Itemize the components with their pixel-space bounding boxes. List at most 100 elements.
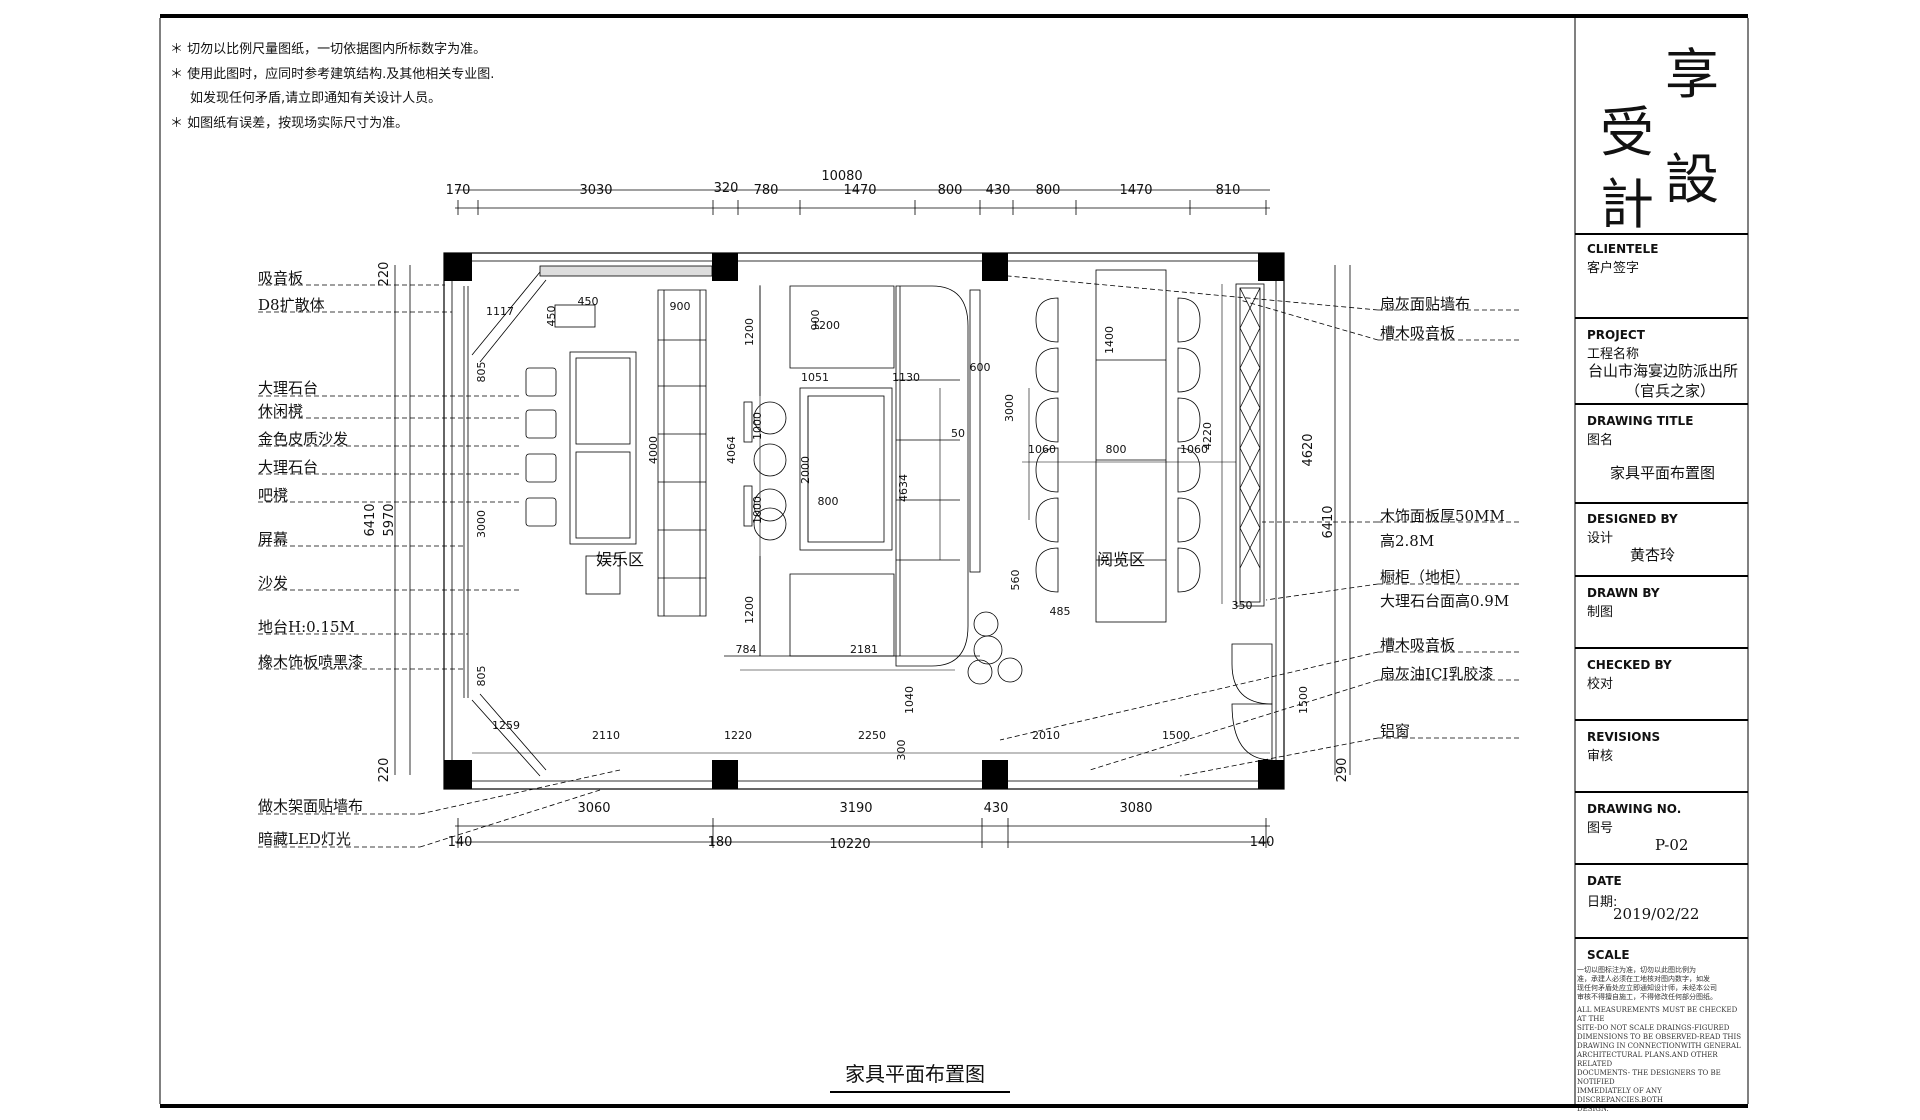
drawing-no-sub: 图号 [1587,821,1614,836]
callout-wall-fabric: 扇灰面贴墙布 [1380,295,1471,313]
dimension-label: 1220 [724,729,752,742]
drawing-caption: 家具平面布置图 [845,1062,985,1086]
dimension-label: 800 [817,495,839,508]
scale-en-6: DOCUMENTS- THE DESIGNERS TO BE NOTIFIED [1577,1069,1721,1086]
drawing-title-sub: 图名 [1587,433,1614,448]
entertainment-furniture [525,285,981,667]
plant-and-lounge-chairs [967,611,1023,685]
callout-platform: 地台H:0.15M [258,618,355,636]
callout-wood-veneer: 木饰面板厚50MM [1380,507,1505,525]
dimension-label: 170 [445,183,471,198]
date-value: 2019/02/22 [1613,905,1700,923]
room-reading: 阅览区 [1097,550,1146,569]
callout-height-28: 高2.8M [1380,532,1435,550]
designed-by-sub: 设计 [1587,531,1614,546]
project-label: PROJECT [1587,328,1645,342]
dimension-label: 2110 [592,729,620,742]
logo-char-4: 計 [1600,173,1654,236]
dimension-lines [394,189,1351,843]
scale-en-3: DIMENSIONS TO BE OBSERVED-READ THIS [1577,1033,1742,1041]
revisions-label: REVISIONS [1587,730,1661,744]
designer-name: 黄杏玲 [1630,546,1676,564]
drawn-by-sub: 制图 [1587,605,1614,620]
dimension-label: 430 [985,183,1011,198]
scale-en-8: DESIGN. [1577,1105,1609,1113]
dimension-label: 1470 [1119,183,1153,198]
callout-wood-frame-fabric: 做木架面贴墙布 [258,797,364,815]
dimension-label: 1470 [843,183,877,198]
callout-hidden-led: 暗藏LED灯光 [258,830,351,848]
dimension-label: 810 [1215,183,1241,198]
note-2: ＊ 使用此图时，应同时参考建筑结构.及其他相关专业图. [170,67,495,82]
callout-lounge-stool: 休闲櫈 [258,402,304,420]
dimension-label: 10080 [821,169,863,184]
project-sub: 工程名称 [1587,347,1640,362]
callout-ici-paint: 扇灰油ICI乳胶漆 [1380,665,1494,683]
dimension-label: 3080 [1119,801,1153,816]
dimension-label: 10220 [829,837,871,852]
dimension-label: 900 [669,300,691,313]
clientele-label: CLIENTELE [1587,242,1659,256]
scale-en-2: SITE-DO NOT SCALE DRAINGS-FIGURED [1577,1024,1730,1032]
corner-panels [471,265,713,777]
scale-cn-2: 准，承建人必须在工地核对图内数字，如发 [1577,975,1710,983]
callout-sofa: 沙发 [258,574,289,592]
dimension-label: 140 [1249,835,1275,850]
exterior-walls [443,252,1285,790]
dimension-label: 1200 [812,319,840,332]
callout-aluminium-window: 铝窗 [1380,722,1411,740]
scale-en-1: ALL MEASUREMENTS MUST BE CHECKED AT THE [1577,1006,1738,1023]
logo-char-1: 享 [1665,43,1719,106]
dimension-label: 3060 [577,801,611,816]
dimension-label: 3190 [839,801,873,816]
dimension-label: 1500 [1162,729,1190,742]
checked-by-label: CHECKED BY [1587,658,1672,672]
drawing-no-label: DRAWING NO. [1587,802,1682,816]
project-name-line-2: （官兵之家） [1625,382,1716,400]
dimension-label: 1117 [486,305,514,318]
date-label: DATE [1587,874,1622,888]
dimension-label: 50 [951,427,965,440]
designed-by-label: DESIGNED BY [1587,512,1678,526]
dimension-label: 1259 [492,719,520,732]
title-block-grid [1574,18,1748,1104]
drawn-by-label: DRAWN BY [1587,586,1660,600]
dimension-label: 2250 [858,729,886,742]
drawing-title-label: DRAWING TITLE [1587,414,1694,428]
dimension-label: 1051 [801,371,829,384]
dimension-label: 780 [753,183,779,198]
callout-bar-stool: 吧櫈 [258,486,289,504]
dimension-label: 1130 [892,371,920,384]
callout-oak-panel: 橡木饰板喷黑漆 [258,653,364,671]
callout-groove-acoustic-1: 槽木吸音板 [1380,324,1456,342]
clientele-sub: 客户签字 [1587,261,1640,276]
callout-cabinet: 橱柜（地柜） [1380,568,1471,586]
scale-disclaimer: 一切以图标注为准，切勿以此图比例为 准，承建人必须在工地核对图内数字，如发 现任… [1577,966,1747,1114]
dimension-label: 800 [1035,183,1061,198]
dimension-label: 320 [713,181,739,196]
revisions-sub: 审核 [1587,749,1614,764]
callout-d8-diffuser: D8扩散体 [258,296,325,314]
dimension-label: 140 [447,835,473,850]
structural-columns [444,253,1284,789]
dimension-label: 1060 [1028,443,1056,456]
dimension-label: 800 [1105,443,1127,456]
note-1: ＊ 切勿以比例尺量图纸，一切依据图内所标数字为准。 [170,42,487,57]
project-name-line-1: 台山市海宴边防派出所 [1588,362,1739,380]
drawing-title-value: 家具平面布置图 [1610,464,1716,482]
dimension-label: 2010 [1032,729,1060,742]
callout-acoustic-panel: 吸音板 [258,269,304,287]
scale-en-5: ARCHITECTURAL PLANS.AND OTHER RELATED [1577,1051,1718,1068]
dimension-label: 784 [735,643,757,656]
callout-marble-table-1: 大理石台 [258,379,319,397]
note-3: 如发现任何矛盾,请立即通知有关设计人员。 [190,91,442,106]
leader-lines [258,275,1520,848]
logo-char-2: 受 [1600,101,1654,164]
dimension-label: 430 [983,801,1009,816]
dimension-label: 2181 [850,643,878,656]
dimension-label: 3030 [579,183,613,198]
scale-en-4: DRAWING IN CONNECTIONWITH GENERAL [1577,1042,1741,1050]
dimension-ticks [457,200,1267,848]
